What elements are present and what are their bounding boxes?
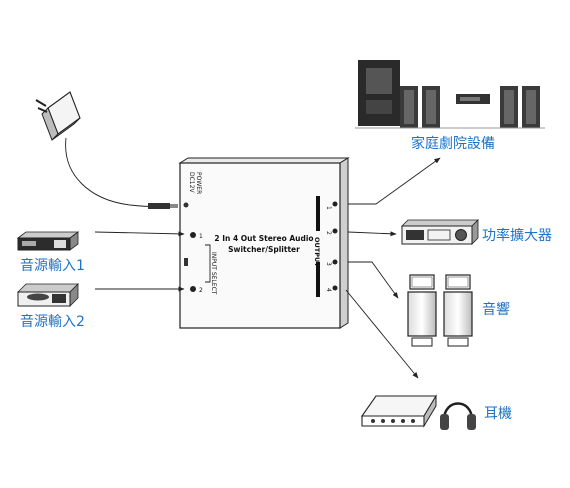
output-4-jack	[332, 285, 338, 291]
output-1-arrow	[348, 157, 441, 205]
input-2-number: 2	[199, 287, 203, 294]
source-device-1-icon	[16, 231, 80, 251]
output-3-jack	[332, 259, 338, 265]
output-2-jack	[332, 228, 338, 234]
dc-label: DC12V	[188, 172, 195, 193]
headphones-icon	[360, 394, 476, 430]
output-1-number: 1	[325, 206, 332, 210]
device-title-line2: Switcher/Splitter	[228, 245, 300, 254]
output-4-arrow	[345, 289, 419, 379]
power-jack	[183, 202, 189, 208]
input-1-jack	[190, 232, 196, 238]
headphones-label: 耳機	[484, 406, 512, 422]
home-theater-icon	[355, 60, 545, 129]
input-1-arrow	[94, 231, 185, 237]
speakers-icon	[407, 274, 473, 347]
source-device-2-icon	[17, 283, 79, 307]
switcher-splitter-device: POWER DC12V 1 2 INPUT SELECT 2 In 4 Out …	[178, 157, 350, 329]
input-select-label: INPUT SELECT	[210, 252, 217, 295]
source-input-2-label: 音源輸入2	[20, 313, 85, 330]
output-2-arrow	[347, 231, 397, 237]
power-label: POWER	[195, 172, 202, 194]
output-label: OUTPUT	[313, 237, 321, 267]
output-1-jack	[332, 201, 338, 207]
input-1-number: 1	[199, 233, 203, 240]
output-3-arrow	[348, 261, 399, 299]
input-select-button	[184, 258, 188, 266]
device-title-line1: 2 In 4 Out Stereo Audio	[214, 234, 313, 243]
source-input-1-label: 音源輸入1	[20, 257, 85, 274]
home-theater-label: 家庭劇院設備	[411, 135, 495, 152]
input-2-jack	[190, 286, 196, 292]
amplifier-icon	[401, 219, 479, 245]
power-adapter-icon	[35, 91, 178, 209]
output-2-number: 2	[325, 231, 332, 235]
amplifier-label: 功率擴大器	[482, 227, 552, 244]
speakers-label: 音響	[482, 301, 510, 318]
output-4-number: 4	[325, 288, 332, 292]
output-3-number: 3	[325, 262, 332, 266]
